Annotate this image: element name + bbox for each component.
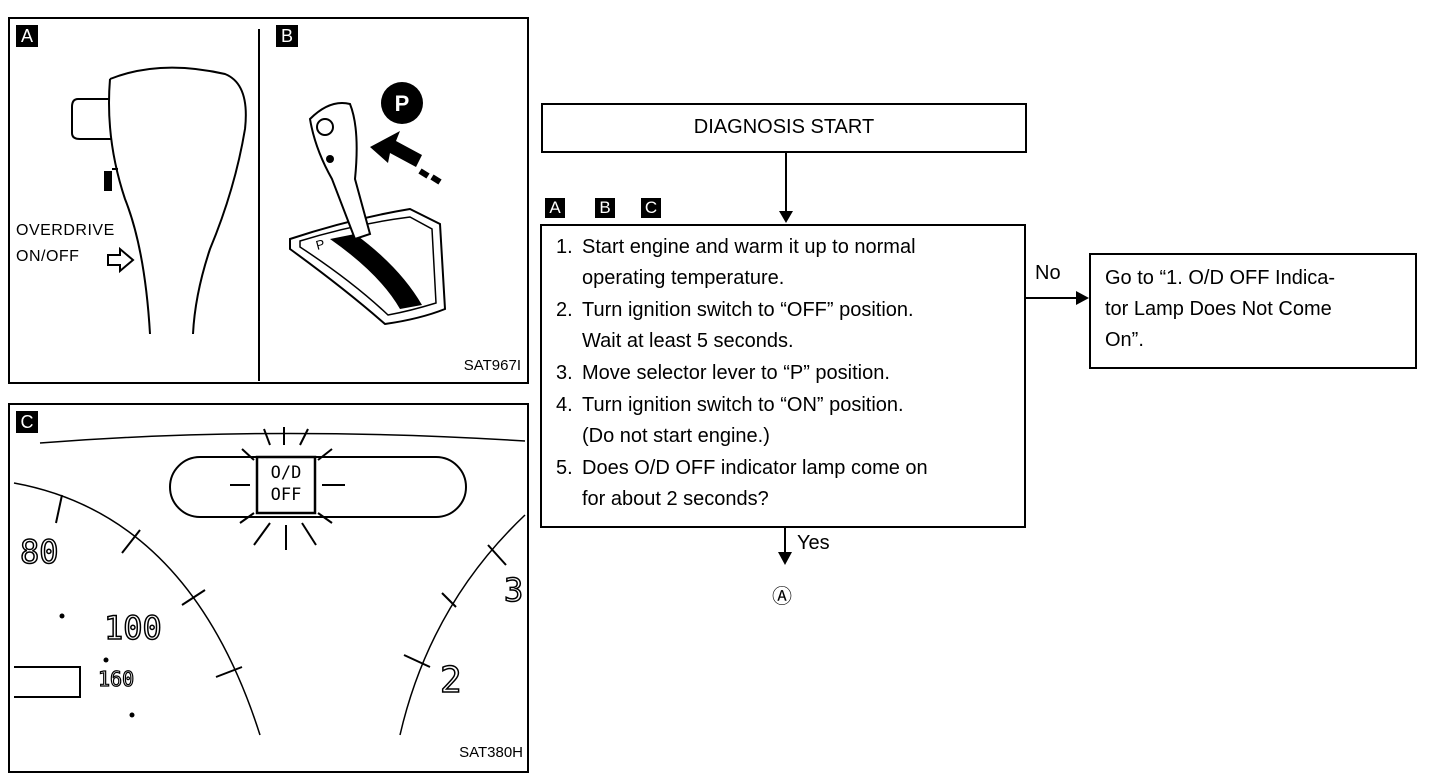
figure-divider [258,29,260,381]
indicator-line2: OFF [270,485,302,505]
step-3-number: 3. [556,362,573,384]
flow-tag-a: A [545,198,565,218]
step-4-line-2: (Do not start engine.) [582,425,770,447]
gauge-label-160: 160 [97,666,135,691]
yes-label: Yes [797,532,830,554]
step-5-number: 5. [556,457,573,479]
figure-a-tag: A [16,25,38,47]
step-4-number: 4. [556,394,573,416]
step-3-line-1: Move selector lever to “P” position. [582,362,890,384]
steps-box: 1. Start engine and warm it up to normal… [540,224,1026,528]
figure-c-code: SAT380H [459,744,523,761]
yes-target-marker: Ⓐ [772,586,792,608]
overdrive-label-line1: OVERDRIVE [16,222,115,239]
gauge-label-2: 2 [439,659,462,702]
start-arrow [779,153,793,223]
figure-b-tag: B [276,25,298,47]
flow-tag-b: B [595,198,615,218]
gauge-label-80: 80 [19,532,59,572]
step-2-line-1: Turn ignition switch to “OFF” position. [582,299,914,321]
figure-ab-panel: A B OVERDRIVE ON/OFF P P SAT [8,17,529,384]
no-target-line-2: tor Lamp Does Not Come [1105,298,1332,320]
no-target-line-1: Go to “1. O/D OFF Indica- [1105,267,1336,289]
no-target-line-3: On”. [1105,329,1144,351]
overdrive-label: OVERDRIVE ON/OFF [16,218,115,270]
no-label: No [1035,262,1061,284]
step-2-line-2: Wait at least 5 seconds. [582,330,794,352]
no-target-box: Go to “1. O/D OFF Indica- tor Lamp Does … [1089,253,1417,369]
flow-tag-c: C [641,198,661,218]
indicator-line1: O/D [270,463,302,483]
arrow-right-icon [107,246,135,274]
no-arrow [1026,291,1089,305]
yes-arrow [778,528,792,565]
figure-c-tag: C [16,411,38,433]
step-1-line-2: operating temperature. [582,267,785,289]
step-1-line-1: Start engine and warm it up to normal [582,236,916,258]
gauge-label-3: 3 [504,571,524,609]
diagnosis-start-label: DIAGNOSIS START [693,116,875,138]
figure-c-panel: C [8,403,529,773]
step-5-line-2: for about 2 seconds? [582,488,769,510]
figure-ab-code: SAT967I [463,357,521,374]
instrument-cluster-illustration [13,427,526,736]
step-5-line-1: Does O/D OFF indicator lamp come on [582,457,928,479]
diagnosis-start-box: DIAGNOSIS START [541,103,1027,153]
selector-lever-illustration [289,82,447,326]
overdrive-label-line2: ON/OFF [16,248,80,265]
step-2-number: 2. [556,299,573,321]
shift-knob-illustration [71,66,247,335]
gauge-label-100: 100 [103,608,162,648]
p-badge-label: P [394,91,410,116]
step-4-line-1: Turn ignition switch to “ON” position. [582,394,904,416]
step-1-number: 1. [556,236,573,258]
